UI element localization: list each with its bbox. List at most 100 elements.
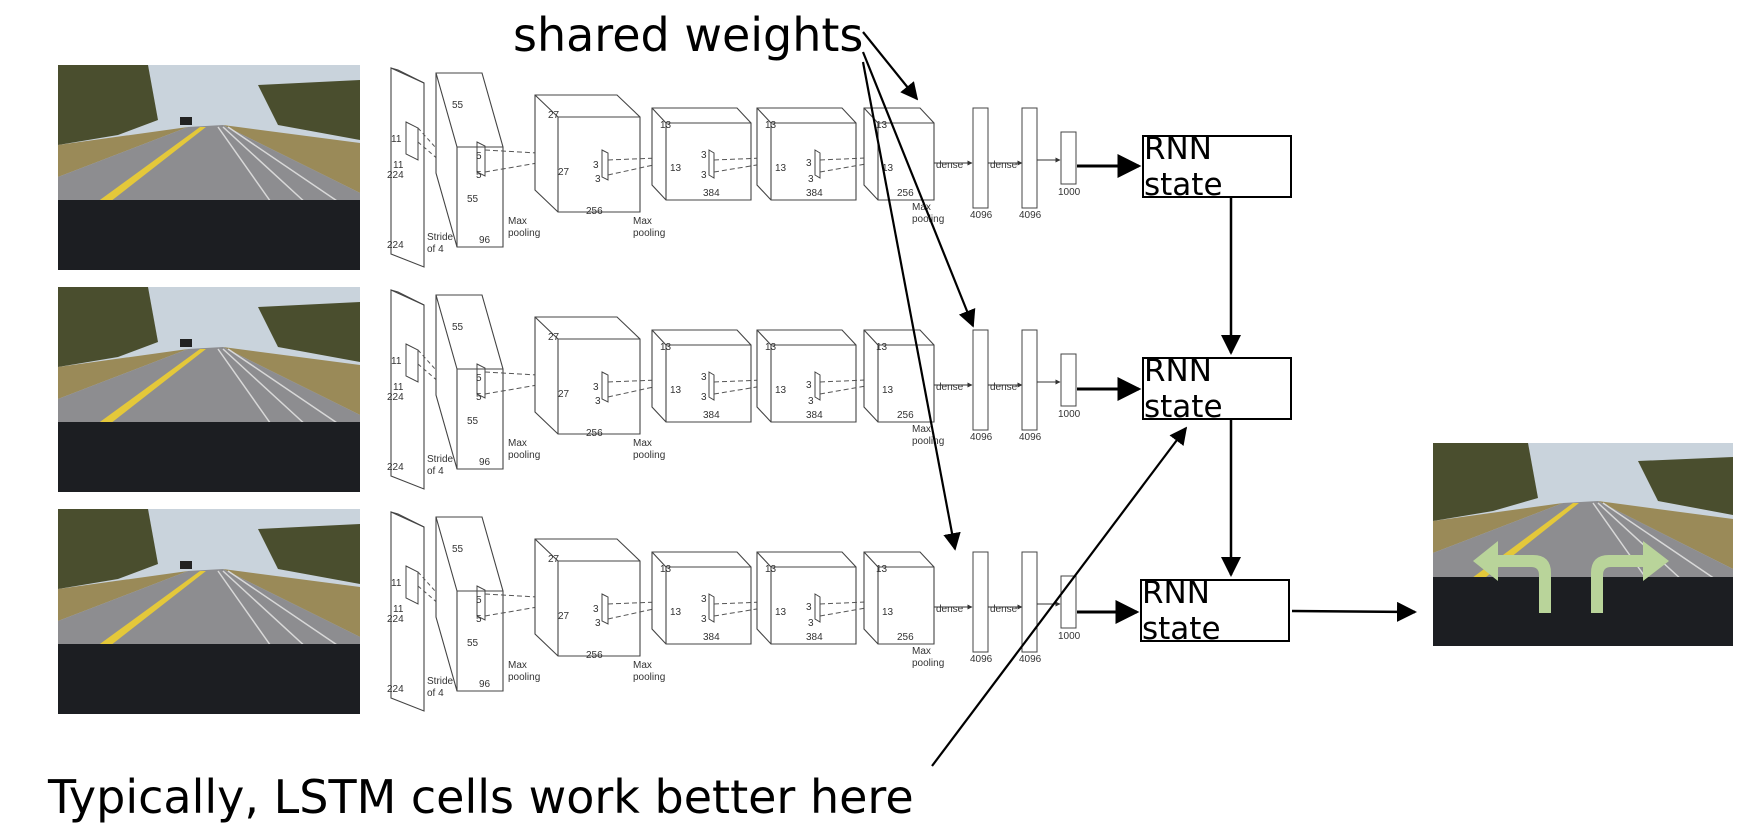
lstm-note-label: Typically, LSTM cells work better here — [48, 770, 914, 824]
cnn-conv3-size-label: 13 — [765, 120, 777, 131]
cnn-fc-units-label: 4096 — [970, 432, 993, 443]
cnn-conv3-size-label: 13 — [660, 342, 672, 353]
cnn-conv3-size-label: 13 — [670, 385, 682, 396]
cnn-conv1-depth-label: 96 — [479, 235, 491, 246]
cnn-output-units-label: 1000 — [1058, 631, 1081, 642]
cnn-kernel-label: 5 — [476, 392, 482, 403]
cnn-kernel-label: 3 — [806, 602, 812, 613]
cnn-kernel-label: 3 — [701, 392, 707, 403]
cnn-conv1-depth-label: 96 — [479, 457, 491, 468]
cnn-conv5-depth-label: 256 — [897, 188, 914, 199]
cnn-maxpool-label: pooling — [633, 672, 665, 683]
cnn-conv3-size-label: 13 — [882, 607, 894, 618]
cnn-kernel-label: 3 — [593, 160, 599, 171]
cnn-conv2-depth-label: 256 — [586, 650, 603, 661]
shared-weights-label: shared weights — [513, 8, 864, 62]
cnn-conv3-size-label: 13 — [775, 385, 787, 396]
cnn-kernel-label: 11 — [393, 160, 404, 171]
cnn-conv3-size-label: 13 — [882, 163, 894, 174]
cnn-conv3-size-label: 13 — [775, 607, 787, 618]
cnn-conv2-size-label: 27 — [558, 167, 570, 178]
cnn-conv3-depth-label: 384 — [703, 410, 720, 421]
cnn-maxpool-label: pooling — [508, 672, 540, 683]
cnn-kernel-label: 3 — [595, 174, 601, 185]
cnn-maxpool-label: Max — [912, 646, 931, 657]
cnn-maxpool-label: Max — [633, 438, 652, 449]
cnn-output-units-label: 1000 — [1058, 187, 1081, 198]
cnn-input-size-label: 224 — [387, 462, 404, 473]
cnn-kernel-label: 3 — [701, 594, 707, 605]
cnn-kernel-label: 11 — [393, 382, 404, 393]
cnn-maxpool-label: pooling — [633, 450, 665, 461]
cnn-maxpool-label: pooling — [912, 436, 944, 447]
cnn-maxpool-label: Max — [508, 216, 527, 227]
cnn-stride-label: of 4 — [427, 688, 444, 699]
cnn-kernel-label: 3 — [595, 396, 601, 407]
road-frame-1 — [58, 65, 360, 270]
cnn-kernel-label: 5 — [476, 170, 482, 181]
cnn-row-3: 224 224 11 11 55 55 5 5 96 Stride of 4 M… — [387, 511, 1081, 712]
cnn-input-size-label: 224 — [387, 240, 404, 251]
cnn-maxpool-label: Max — [633, 660, 652, 671]
cnn-maxpool-label: Max — [912, 202, 931, 213]
cnn-conv3-size-label: 13 — [876, 342, 888, 353]
cnn-fc-units-label: 4096 — [1019, 654, 1042, 665]
cnn-kernel-label: 3 — [593, 382, 599, 393]
cnn-stride-label: Stride — [427, 232, 454, 243]
cnn-conv2-depth-label: 256 — [586, 206, 603, 217]
cnn-kernel-label: 3 — [701, 614, 707, 625]
cnn-maxpool-label: Max — [912, 424, 931, 435]
cnn-conv5-depth-label: 256 — [897, 410, 914, 421]
cnn-maxpool-label: pooling — [912, 214, 944, 225]
cnn-conv2-size-label: 27 — [548, 110, 560, 121]
cnn-dense-label: dense — [990, 604, 1018, 615]
cnn-input-size-label: 224 — [387, 684, 404, 695]
cnn-kernel-label: 3 — [808, 174, 814, 185]
cnn-conv2-size-label: 27 — [558, 611, 570, 622]
cnn-fc-units-label: 4096 — [970, 210, 993, 221]
cnn-kernel-label: 11 — [393, 604, 404, 615]
cnn-maxpool-label: Max — [633, 216, 652, 227]
cnn-dense-label: dense — [936, 382, 964, 393]
cnn-stride-label: Stride — [427, 454, 454, 465]
cnn-conv3-size-label: 13 — [670, 163, 682, 174]
cnn-conv3-size-label: 13 — [660, 564, 672, 575]
cnn-kernel-label: 3 — [701, 372, 707, 383]
cnn-kernel-label: 11 — [391, 578, 402, 589]
cnn-stride-label: of 4 — [427, 244, 444, 255]
cnn-conv3-size-label: 13 — [876, 564, 888, 575]
cnn-stride-label: Stride — [427, 676, 454, 687]
cnn-conv3-depth-label: 384 — [703, 632, 720, 643]
cnn-input-size-label: 224 — [387, 392, 404, 403]
cnn-conv3-size-label: 13 — [765, 342, 777, 353]
rnn-state-label: RNN state — [1144, 130, 1223, 203]
rnn-state-box-2: RNN state — [1142, 353, 1292, 425]
cnn-conv3-size-label: 13 — [765, 564, 777, 575]
cnn-conv4-depth-label: 384 — [806, 410, 823, 421]
cnn-kernel-label: 5 — [476, 373, 482, 384]
cnn-kernel-label: 3 — [593, 604, 599, 615]
cnn-dense-label: dense — [990, 160, 1018, 171]
cnn-conv2-size-label: 27 — [548, 554, 560, 565]
cnn-conv3-size-label: 13 — [775, 163, 787, 174]
cnn-kernel-label: 3 — [806, 380, 812, 391]
cnn-kernel-label: 11 — [391, 134, 402, 145]
cnn-conv3-size-label: 13 — [882, 385, 894, 396]
cnn-conv1-size-label: 55 — [452, 100, 464, 111]
cnn-conv4-depth-label: 384 — [806, 188, 823, 199]
cnn-conv1-size-label: 55 — [452, 322, 464, 333]
cnn-maxpool-label: pooling — [508, 450, 540, 461]
cnn-conv4-depth-label: 384 — [806, 632, 823, 643]
cnn-maxpool-label: Max — [508, 438, 527, 449]
row-1: 224 224 11 11 55 55 5 5 96 Stride of 4 M… — [58, 65, 1081, 270]
cnn-fc-units-label: 4096 — [1019, 210, 1042, 221]
cnn-kernel-label: 5 — [476, 595, 482, 606]
cnn-conv2-size-label: 27 — [548, 332, 560, 343]
cnn-conv2-size-label: 27 — [558, 389, 570, 400]
cnn-fc-units-label: 4096 — [970, 654, 993, 665]
cnn-dense-label: dense — [936, 160, 964, 171]
cnn-input-size-label: 224 — [387, 614, 404, 625]
row-2: 224 224 11 11 55 55 5 5 96 Stride of 4 M… — [58, 287, 1081, 492]
rnn-state-box-3: RNN state — [1140, 575, 1290, 647]
